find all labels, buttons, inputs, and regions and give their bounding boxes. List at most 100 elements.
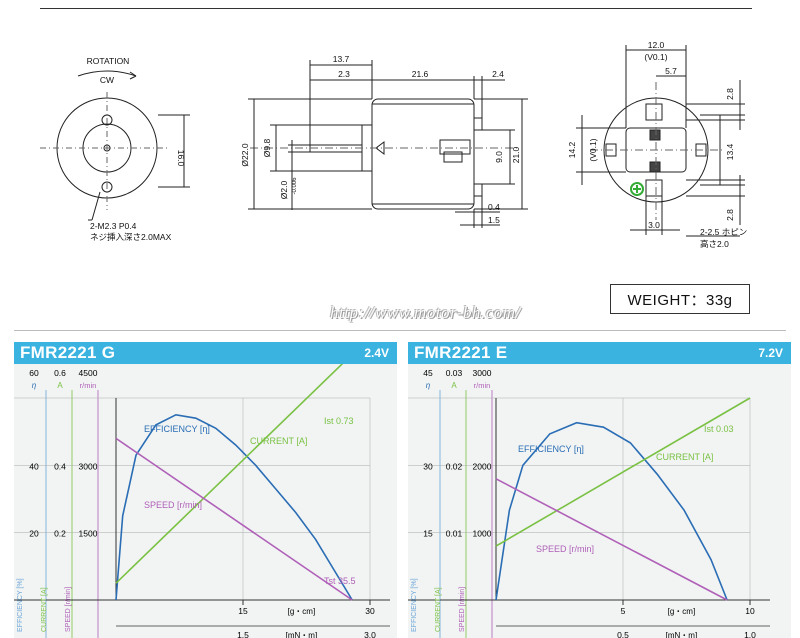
efficiency-label: EFFICIENCY [η] [144, 424, 210, 434]
spd-tick-label: 2000 [473, 461, 492, 471]
efficiency-line [115, 413, 353, 601]
dim-1-5: 1.5 [488, 215, 500, 225]
current-label: CURRENT [A] [656, 452, 713, 462]
side-vertical-label: EFFICIENCY [%] [17, 578, 24, 632]
current-label: CURRENT [A] [250, 436, 307, 446]
x-unit-gcm: [g・cm] [668, 607, 696, 616]
cur-tick-label: 0.01 [446, 529, 463, 539]
tst-label: Tst 35.5 [324, 576, 356, 586]
axis-head-amp: A [451, 381, 457, 390]
dim-13-4: 13.4 [725, 143, 735, 160]
spd-tick-label: 1500 [79, 529, 98, 539]
dim-d22: Ø22.0 [240, 143, 250, 166]
dim-13-7: 13.7 [333, 54, 350, 64]
dim-d2-tol: -0.006 [292, 177, 298, 195]
dim-21: 21.0 [511, 146, 521, 163]
x-tick-label-gcm: 30 [365, 606, 375, 616]
pin-note-1: 2-2.5 ホピン [700, 227, 747, 237]
eff-tick-label: 30 [423, 461, 433, 471]
x-tick-label-gcm: 10 [745, 606, 755, 616]
x-tick-label-gcm: 5 [621, 606, 626, 616]
axis-head-amp: A [57, 381, 63, 390]
speed-label: SPEED [r/min] [536, 544, 594, 554]
chart-voltage: 7.2V [758, 346, 783, 360]
axis-head-rpm-value: 3000 [473, 368, 492, 378]
x-unit-mnm: [mN・m] [286, 631, 318, 638]
current-line [495, 397, 751, 547]
side-vertical-label: CURRENT [A] [435, 587, 442, 632]
screw-note-2: ネジ挿入深さ2.0MAX [90, 232, 172, 242]
dim-0-4: 0.4 [488, 202, 500, 212]
weight-box: WEIGHT：33g [610, 284, 750, 314]
dim-2-3: 2.3 [338, 69, 350, 79]
dim-v01-top: (V0.1) [644, 52, 667, 62]
side-vertical-label: SPEED [r/min] [459, 587, 466, 632]
ist-label: Ist 0.03 [704, 424, 734, 434]
x-tick-label-mnm: 1.0 [744, 630, 756, 638]
dim-d9-8: Ø9.8 [262, 139, 272, 158]
axis-head-amp-value: 0.6 [54, 368, 66, 378]
url-watermark: http://www.motor-bh.com/ [330, 303, 521, 322]
x-unit-gcm: [g・cm] [288, 607, 316, 616]
top-rule [40, 8, 752, 9]
dim-2-8-bot: 2.8 [725, 209, 735, 221]
axis-head-eta-value: 60 [29, 368, 39, 378]
dim-2-4: 2.4 [492, 69, 504, 79]
axis-head-rpm-value: 4500 [79, 368, 98, 378]
chart-title: FMR2221 E [414, 343, 508, 362]
axis-head-rpm: r/min [474, 381, 491, 390]
eff-tick-label: 15 [423, 529, 433, 539]
cur-tick-label: 0.2 [54, 529, 66, 539]
axis-head-eta: η [426, 381, 431, 390]
cur-tick-label: 0.02 [446, 461, 463, 471]
side-vertical-label: EFFICIENCY [%] [411, 578, 418, 632]
cw-label: CW [100, 75, 114, 85]
dim-d2: Ø2.0 [279, 181, 289, 200]
dim-3-0: 3.0 [648, 220, 660, 230]
axis-head-rpm: r/min [80, 381, 97, 390]
eff-tick-label: 40 [29, 461, 39, 471]
ist-label: Ist 0.73 [324, 416, 354, 426]
chart-header: FMR2221 G 2.4V [14, 342, 397, 364]
chart-background [408, 364, 791, 638]
chart-background [14, 364, 397, 638]
axis-head-eta-value: 45 [423, 368, 433, 378]
current-line [115, 364, 344, 584]
dim-16: 16.0 [176, 150, 186, 167]
x-unit-mnm: [mN・m] [666, 631, 698, 638]
efficiency-label: EFFICIENCY [η] [518, 444, 584, 454]
speed-line [495, 478, 728, 601]
dim-12: 12.0 [648, 40, 665, 50]
dim-9: 9.0 [494, 151, 504, 163]
dim-5-7: 5.7 [665, 66, 677, 76]
motor-drawing: ROTATION CW 16.0 2-M2.3 P0.4 ネジ挿入深さ2.0MA… [40, 40, 747, 249]
efficiency-line [495, 421, 728, 601]
dim-2-8-top: 2.8 [725, 88, 735, 100]
chart-voltage: 2.4V [364, 346, 389, 360]
x-tick-label-gcm: 15 [238, 606, 248, 616]
speed-line [115, 437, 353, 601]
x-tick-label-mnm: 1.5 [237, 630, 249, 638]
speed-label: SPEED [r/min] [144, 500, 202, 510]
cur-tick-label: 0.4 [54, 461, 66, 471]
axis-head-eta: η [32, 381, 37, 390]
side-vertical-label: CURRENT [A] [41, 587, 48, 632]
spd-tick-label: 1000 [473, 529, 492, 539]
dim-21-6: 21.6 [412, 69, 429, 79]
screw-note-1: 2-M2.3 P0.4 [90, 221, 137, 231]
x-tick-label-mnm: 3.0 [364, 630, 376, 638]
chart-title: FMR2221 G [20, 343, 116, 362]
dim-14-2: 14.2 [567, 141, 577, 158]
section-divider [14, 330, 786, 331]
dim-v01-left: (V0.1) [588, 138, 598, 161]
x-tick-label-mnm: 0.5 [617, 630, 629, 638]
rotation-label: ROTATION [87, 56, 130, 66]
spd-tick-label: 3000 [79, 461, 98, 471]
axis-head-amp-value: 0.03 [446, 368, 463, 378]
eff-tick-label: 20 [29, 529, 39, 539]
pin-note-2: 高さ2.0 [700, 239, 729, 249]
